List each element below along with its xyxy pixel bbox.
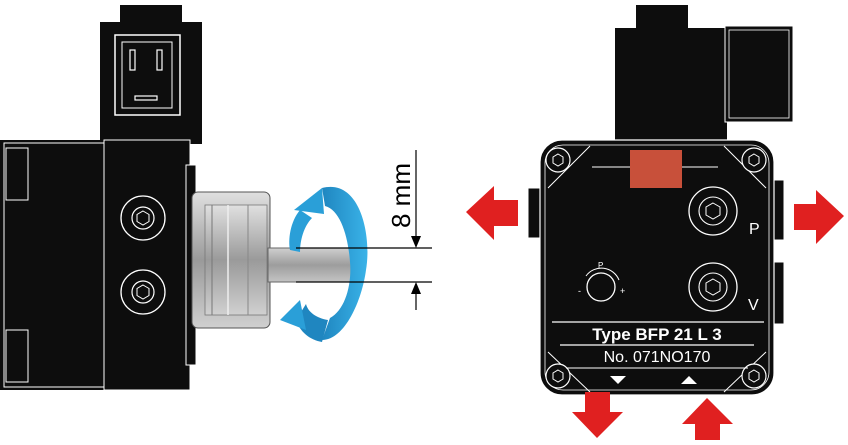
coil-connector (114, 34, 181, 116)
flow-arrow-icon (466, 186, 844, 440)
hex-socket-icon (741, 363, 767, 389)
label-patch (630, 150, 682, 188)
hex-socket-icon (120, 269, 166, 315)
triangle-marker-icon (681, 376, 697, 384)
dimension-label: 8 mm (386, 163, 416, 228)
hex-socket-icon (545, 147, 571, 173)
knob-plus: + (620, 286, 625, 296)
vacuum-port-icon (688, 262, 738, 312)
pressure-port-icon (688, 186, 738, 236)
pump-front-view: P V P - + Type BFP 21 L 3 No. 071NO170 (527, 5, 794, 396)
hex-socket-icon (120, 195, 166, 241)
pump-side-view: 8 mm (0, 5, 432, 391)
pressure-adjust-knob (585, 267, 620, 302)
pump-front-plate (103, 139, 191, 391)
pump-body-side (0, 140, 108, 390)
coil-cap (120, 5, 182, 27)
triangle-marker-icon (610, 376, 626, 384)
hex-socket-icon (545, 363, 571, 389)
coil-connector-inner (121, 41, 173, 109)
type-label: Type BFP 21 L 3 (592, 325, 721, 344)
rotation-arrow-icon (280, 186, 368, 342)
port-label-v: V (748, 297, 759, 314)
hex-socket-icon (741, 147, 767, 173)
coil-body (615, 28, 727, 144)
drive-shaft (267, 247, 355, 283)
port-label-p: P (749, 221, 760, 238)
shaft-hub (191, 191, 271, 329)
number-label: No. 071NO170 (604, 349, 711, 366)
coil-connector (724, 25, 794, 123)
dimension-indicator (296, 150, 432, 310)
coil-cap (636, 5, 688, 31)
knob-minus: - (578, 286, 581, 296)
knob-label-p: P (598, 261, 603, 270)
